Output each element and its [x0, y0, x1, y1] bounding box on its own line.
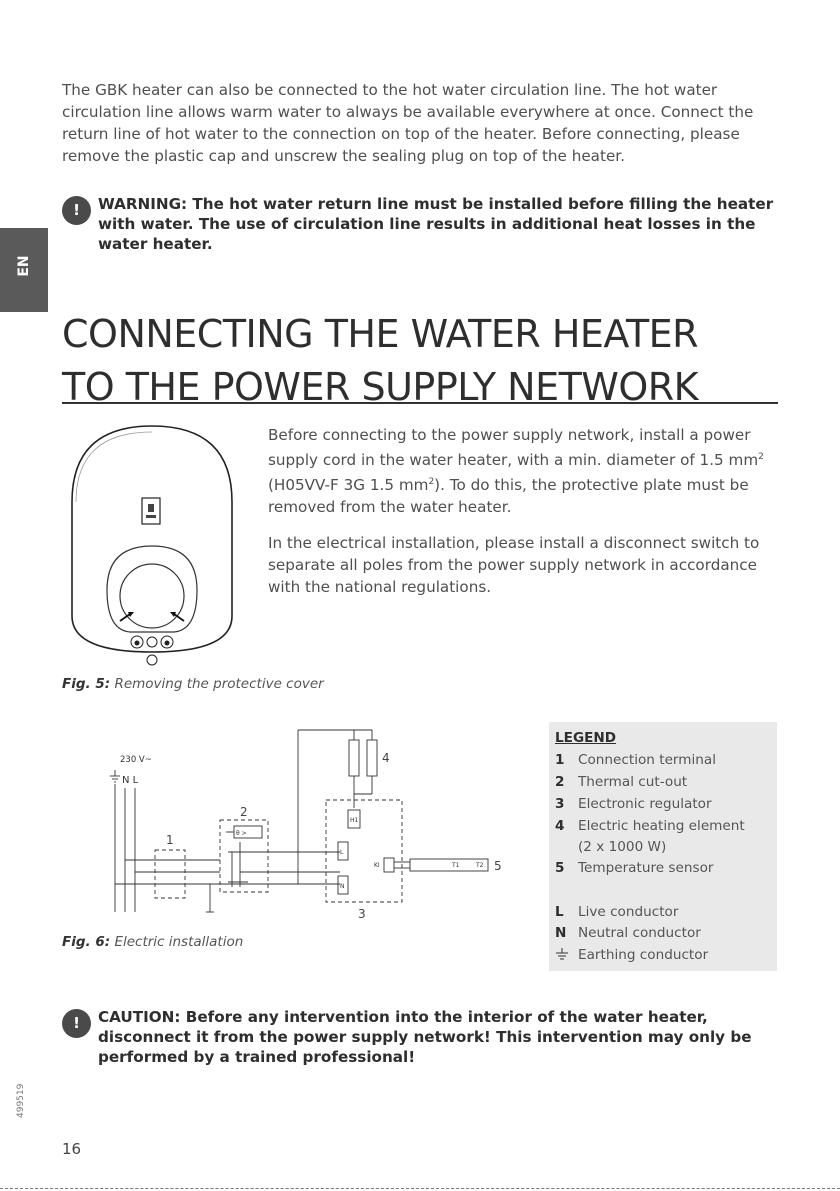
caution-block: ! CAUTION: Before any intervention into …: [62, 1007, 782, 1067]
bottom-dashed-rule: [0, 1188, 840, 1189]
document-code: 499519: [16, 1083, 26, 1118]
heading-underline: [62, 402, 778, 404]
caution-icon: !: [62, 1009, 91, 1038]
svg-text:5: 5: [494, 859, 502, 873]
svg-text:L: L: [340, 849, 344, 856]
svg-text:4: 4: [382, 751, 390, 765]
heading-line-1: CONNECTING THE WATER HEATER: [62, 312, 699, 356]
heading-line-2: TO THE POWER SUPPLY NETWORK: [62, 365, 699, 409]
svg-text:T2: T2: [475, 862, 484, 869]
svg-text:H1: H1: [350, 817, 359, 824]
power-cord-paragraph: Before connecting to the power supply ne…: [268, 426, 764, 517]
caution-text: CAUTION: Before any intervention into th…: [98, 1008, 752, 1066]
earth-symbol-icon: [555, 947, 575, 965]
language-tab-label: EN: [16, 255, 32, 277]
svg-text:KI: KI: [374, 862, 380, 869]
svg-text:1: 1: [166, 833, 174, 847]
svg-text:T1: T1: [451, 862, 460, 869]
fig6-caption: Fig. 6: Electric installation: [62, 934, 244, 950]
intro-paragraph: The GBK heater can also be connected to …: [62, 81, 754, 165]
warning-text: WARNING: The hot water return line must …: [98, 195, 774, 253]
svg-text:230 V~: 230 V~: [120, 755, 152, 765]
page-heading: CONNECTING THE WATER HEATER TO THE POWER…: [62, 308, 782, 414]
legend-title: LEGEND: [555, 730, 617, 746]
language-tab: EN: [0, 228, 48, 312]
warning-block: ! WARNING: The hot water return line mus…: [62, 194, 782, 254]
disconnect-switch-paragraph: In the electrical installation, please i…: [268, 534, 760, 596]
svg-text:θ >: θ >: [236, 830, 247, 837]
svg-text:3: 3: [358, 907, 366, 921]
svg-text:2: 2: [240, 805, 248, 819]
svg-text:N L: N L: [122, 775, 139, 786]
fig5-caption: Fig. 5: Removing the protective cover: [62, 676, 324, 692]
svg-text:N: N: [340, 883, 345, 890]
warning-icon: !: [62, 196, 91, 225]
heater-illustration: [71, 425, 233, 666]
page-number: 16: [62, 1140, 82, 1158]
electric-installation-diagram: 230 V~ N L: [110, 729, 502, 921]
